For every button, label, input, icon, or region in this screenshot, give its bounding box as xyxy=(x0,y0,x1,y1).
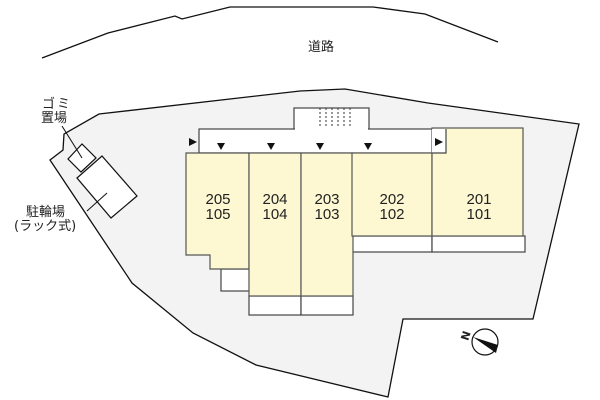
unit-201-101 xyxy=(431,127,524,237)
balcony-105 xyxy=(220,268,251,292)
unit-upper-number: 203 xyxy=(314,191,340,208)
door-marker-icon xyxy=(364,143,372,150)
unit-204-label: 204 104 xyxy=(253,192,297,222)
unit-203-label: 203 103 xyxy=(305,192,349,222)
bicycle-leader-line xyxy=(86,192,108,212)
unit-201-label: 201 101 xyxy=(457,192,501,222)
unit-upper-number: 202 xyxy=(379,191,405,208)
trash-label-line1: ゴミ xyxy=(42,97,73,112)
unit-lower-number: 105 xyxy=(205,206,231,223)
door-marker-icon xyxy=(217,143,225,150)
unit-202-label: 202 102 xyxy=(370,192,414,222)
road-edge-line xyxy=(41,6,499,59)
unit-lower-number: 104 xyxy=(262,206,288,223)
unit-202-102 xyxy=(351,152,433,237)
door-marker-icon xyxy=(267,143,275,150)
unit-upper-number: 205 xyxy=(205,191,231,208)
corridor xyxy=(198,128,447,154)
unit-204-104 xyxy=(248,152,302,297)
unit-lower-number: 102 xyxy=(379,206,405,223)
entrance-arrow-icon xyxy=(189,138,197,146)
unit-lower-number: 103 xyxy=(314,206,340,223)
unit-205-label: 205 105 xyxy=(196,192,240,222)
balcony-103 xyxy=(300,295,354,316)
bicycle-label-line2: (ラック式) xyxy=(14,219,77,234)
balcony-102 xyxy=(351,235,433,253)
unit-203-103 xyxy=(300,152,354,297)
north-compass-icon xyxy=(471,328,499,356)
door-marker-icon xyxy=(316,143,324,150)
trash-label-line2: 置場 xyxy=(41,111,68,126)
balcony-101 xyxy=(431,235,526,253)
bicycle-label-line1: 駐輪場 xyxy=(26,205,66,220)
balcony-104 xyxy=(248,295,302,316)
unit-upper-number: 201 xyxy=(466,191,492,208)
unit-lower-number: 101 xyxy=(466,206,492,223)
bicycle-parking xyxy=(76,155,138,219)
road-label: 道路 xyxy=(308,40,335,55)
trash-leader-line xyxy=(61,125,83,159)
unit-upper-number: 204 xyxy=(262,191,288,208)
